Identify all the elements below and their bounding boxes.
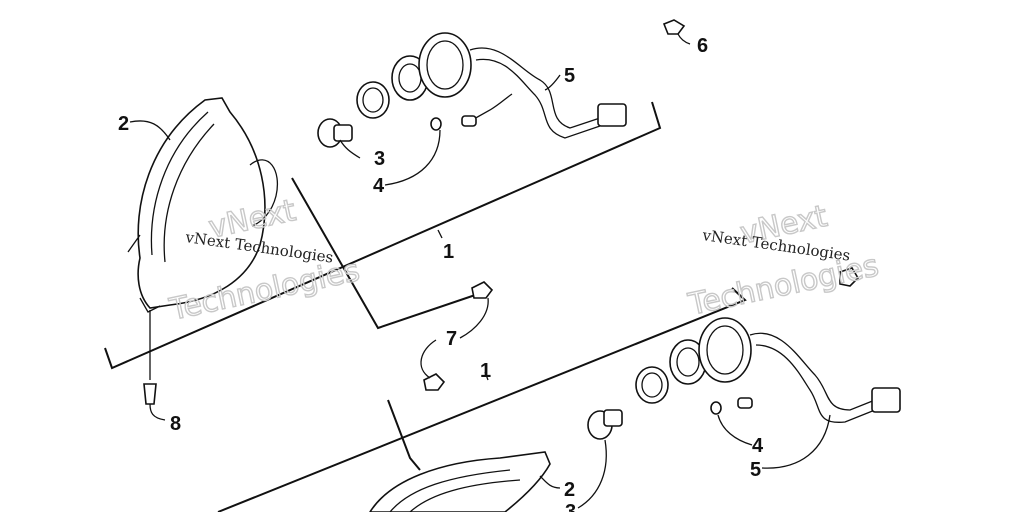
callout-4-lower: 4 bbox=[752, 435, 764, 457]
upper-assembly-bracket bbox=[104, 101, 662, 370]
watermark-right: vNext Technologies bbox=[684, 198, 882, 323]
callout-1-lower: 1 bbox=[480, 360, 491, 382]
callout-2-lower: 2 bbox=[564, 479, 575, 501]
lower-assembly-bracket bbox=[217, 287, 747, 512]
watermark-right-big-2: Technologies bbox=[685, 248, 882, 323]
callout-5-lower: 5 bbox=[750, 459, 761, 481]
callout-2-upper: 2 bbox=[118, 113, 129, 135]
leader-lines bbox=[129, 33, 831, 509]
callout-1-upper: 1 bbox=[443, 241, 454, 263]
callout-3-lower: 3 bbox=[565, 501, 576, 512]
callout-3-upper: 3 bbox=[374, 148, 385, 170]
upper-bulb-socket-parts bbox=[317, 19, 686, 148]
lower-headlight-housing bbox=[369, 451, 551, 512]
upper-headlight-housing bbox=[127, 97, 278, 313]
lower-bulb-socket-parts bbox=[587, 267, 901, 440]
callout-4-upper: 4 bbox=[373, 175, 385, 197]
callout-5-upper: 5 bbox=[564, 65, 575, 87]
screw-fasteners bbox=[143, 281, 494, 405]
callout-6: 6 bbox=[697, 35, 708, 57]
callout-7: 7 bbox=[446, 328, 457, 350]
callout-8: 8 bbox=[170, 413, 181, 435]
